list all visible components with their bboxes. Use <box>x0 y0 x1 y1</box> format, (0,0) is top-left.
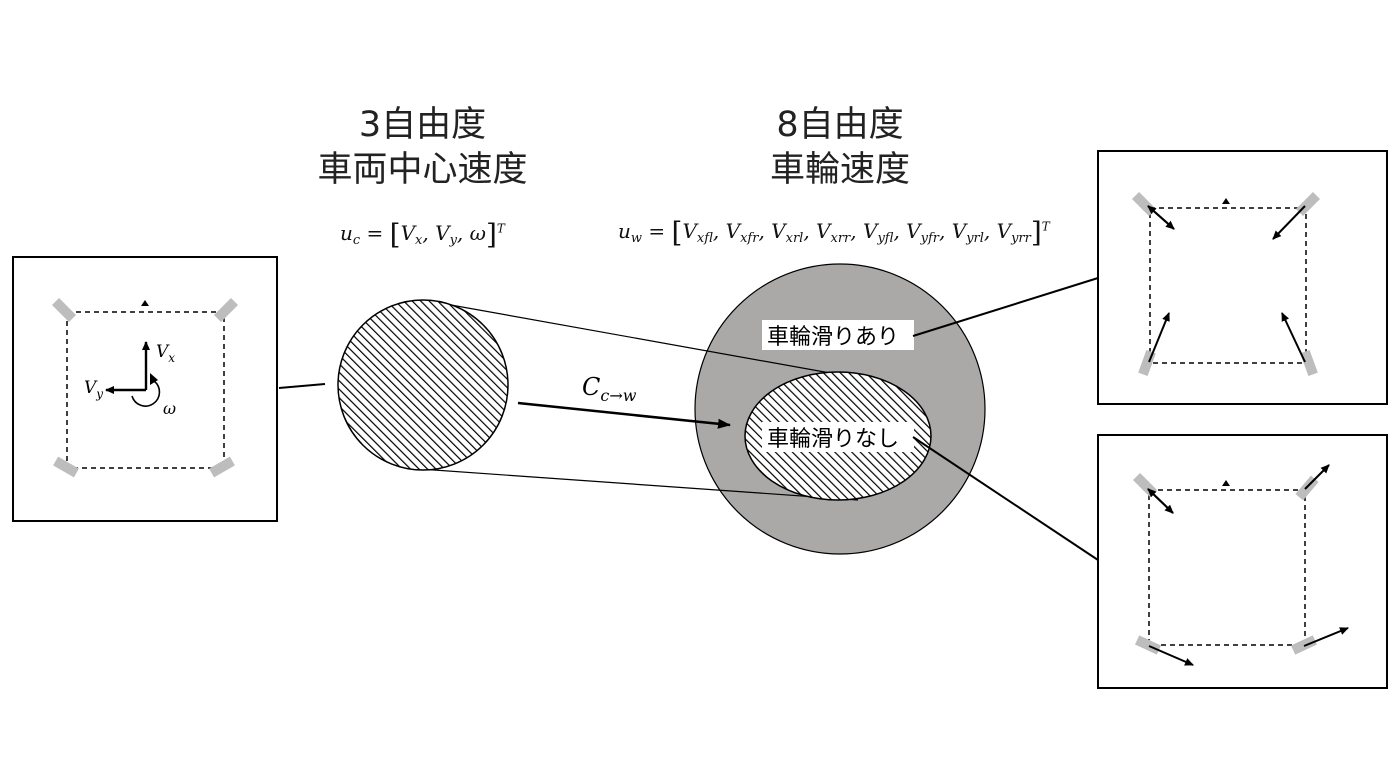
title-3dof-line1: 3自由度 <box>358 105 487 145</box>
wheel-rear-right <box>1300 350 1318 376</box>
vehicle-center-box: Vx Vy ω <box>12 256 278 522</box>
equation-uc: uc = [Vx, Vy, ω]T <box>340 218 505 251</box>
title-8dof: 8自由度 車輪速度 <box>720 103 960 193</box>
vy-label-sub: y <box>95 387 103 401</box>
wheel-velocity-arrow <box>1148 312 1170 363</box>
wheel-velocity-arrow <box>1147 488 1174 514</box>
projection-line-bottom <box>419 468 859 501</box>
wheel-velocity-arrow <box>1272 205 1306 240</box>
wheel-velocity-arrow <box>1281 312 1306 363</box>
svg-text:Vx: Vx <box>156 342 175 365</box>
projection-line-top <box>422 299 859 379</box>
equation-uc-lhs-sub: c <box>352 233 361 248</box>
vx-label: V <box>156 342 170 362</box>
slip-label: 車輪滑りあり <box>767 325 899 350</box>
wheel-velocity-arrow <box>1303 627 1349 647</box>
omega-arc <box>131 380 161 407</box>
wheel-velocity-arrow <box>1147 205 1175 230</box>
title-3dof: 3自由度 車両中心速度 <box>290 103 555 193</box>
vy-label: V <box>84 378 98 398</box>
title-8dof-line2: 車輪速度 <box>769 150 910 190</box>
wheel-velocity-arrow <box>1148 645 1194 666</box>
connector-left <box>278 383 326 389</box>
connector-no-slip <box>912 436 1099 561</box>
wheel-rear-right <box>209 456 235 478</box>
wheel-front-left <box>51 297 77 323</box>
vx-label-sub: x <box>168 351 175 365</box>
equation-uw-lhs: u <box>618 219 631 243</box>
no-slip-box <box>1097 434 1388 689</box>
equation-uw-lhs-sub: w <box>630 231 643 246</box>
wheel-slip-box <box>1097 150 1388 405</box>
title-8dof-line1: 8自由度 <box>776 105 904 145</box>
equation-uw: uw = [Vxfl, Vxfr, Vxrl, Vxrr, Vyfl, Vyfr… <box>618 216 1050 249</box>
center-velocity-circle <box>337 299 509 471</box>
no-slip-label: 車輪滑りなし <box>767 427 899 452</box>
connector-slip <box>912 277 1099 337</box>
svg-text:Vy: Vy <box>84 378 103 401</box>
wheel-velocity-arrow <box>1304 464 1330 490</box>
wheel-front-right <box>213 297 239 323</box>
title-3dof-line2: 車両中心速度 <box>317 150 528 190</box>
wheel-rear-left <box>53 456 79 478</box>
mapping-label-sub: c→w <box>600 386 636 405</box>
omega-label: ω <box>163 399 176 418</box>
mapping-label: C <box>582 373 600 401</box>
wheel-rear-left <box>1135 635 1161 655</box>
svg-text:Cc→w: Cc→w <box>582 373 637 405</box>
equation-uc-lhs: u <box>340 221 353 245</box>
mapping-arrow <box>517 401 731 429</box>
